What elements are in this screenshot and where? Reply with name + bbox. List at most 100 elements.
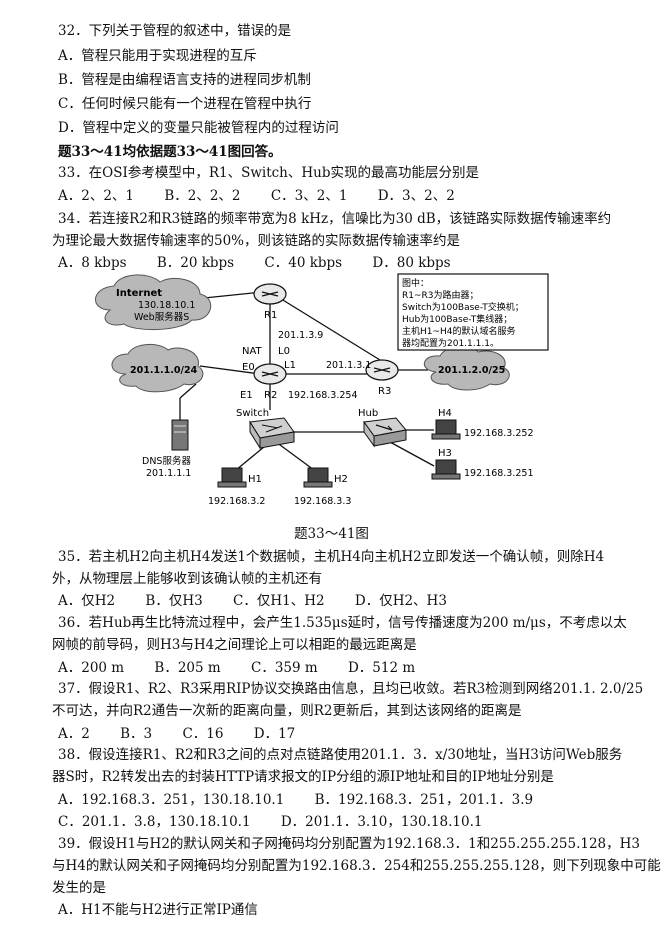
q39-stem-3: 发生的是 <box>52 880 106 896</box>
q33-options: A．2、2、1 B．2、2、2 C．3、2、1 D．3、2、2 <box>58 187 481 205</box>
net-right-label: 201.1.2.0/25 <box>438 365 505 376</box>
q32-option-d: D．管程中定义的变量只能被管程内的过程访问 <box>58 120 339 136</box>
q36-option-a: A．200 m <box>58 660 125 676</box>
q34-stem-2: 为理论最大数据传输速率的50%，则该链路的实际数据传输速率约是 <box>52 233 461 249</box>
link-switch-h2 <box>275 441 315 471</box>
e1-label: E1 <box>240 390 253 401</box>
q38-option-c: C．201.1．3.8，130.18.10.1 <box>58 814 251 830</box>
dns-label: DNS服务器 <box>142 455 191 467</box>
q32-option-a: A．管程只能用于实现进程的互斥 <box>58 48 257 64</box>
q38-option-a: A．192.168.3．251，130.18.10.1 <box>58 792 285 808</box>
internet-cloud: Internet 130.18.10.1 Web服务器S <box>95 274 212 331</box>
dns-server: DNS服务器 201.1.1.1 <box>142 419 191 479</box>
server-name: Web服务器S <box>134 311 189 323</box>
q37-stem-1: 37．假设R1、R2、R3采用RIP协议交换路由信息，且均已收敛。若R3检测到网… <box>58 681 644 697</box>
q37-stem-2: 不可达，并向R2通告一次新的距离向量，则R2更新后，其到达该网络的距离是 <box>52 703 522 719</box>
link-dns-net <box>179 383 197 399</box>
hub: Hub <box>358 408 407 448</box>
l0-label: L0 <box>278 346 290 357</box>
h3-label: H3 <box>438 448 452 459</box>
q37-option-c: C．16 <box>182 726 224 742</box>
q38-option-d: D．201.1．3.10，130.18.10.1 <box>280 814 483 830</box>
h4-ip: 192.168.3.252 <box>464 428 534 439</box>
q34-option-c: C．40 kbps <box>264 255 343 271</box>
q35-stem-2: 外，从物理层上能够收到该确认帧的主机还有 <box>52 571 322 587</box>
q35-option-d: D．仅H2、H3 <box>354 593 447 609</box>
host-h3: H3 192.168.3.251 <box>431 448 534 480</box>
r1-label: R1 <box>264 310 277 321</box>
router-r3: R3 <box>365 359 399 397</box>
internet-label: Internet <box>116 288 162 299</box>
r2-label: R2 <box>264 390 277 401</box>
router-r2: R2 <box>253 363 287 401</box>
q33-option-b: B．2、2、2 <box>164 188 241 204</box>
link-net-r2 <box>199 365 261 375</box>
q34-options: A．8 kbps B．20 kbps C．40 kbps D．80 kbps <box>58 254 477 272</box>
l1-label: L1 <box>284 360 296 371</box>
q33-stem: 33．在OSI参考模型中，R1、Switch、Hub实现的最高功能层分别是 <box>58 165 479 181</box>
legend-box: 图中： R1~R3为路由器； Switch为100Base-T交换机； Hub为… <box>397 273 549 351</box>
network-diagram: Internet 130.18.10.1 Web服务器S 201.1.1.0/2… <box>95 273 549 507</box>
legend-line-3: Switch为100Base-T交换机； <box>402 301 524 313</box>
host-h4: H4 192.168.3.252 <box>431 408 534 440</box>
q36-option-c: C．359 m <box>250 660 318 676</box>
q39-stem-1: 39．假设H1与H2的默认网关和子网掩码均分别配置为192.168.3．1和25… <box>58 836 641 852</box>
q34-option-a: A．8 kbps <box>58 255 127 271</box>
legend-line-6: 器均配置为201.1.1.1。 <box>402 337 499 349</box>
q34-option-d: D．80 kbps <box>372 255 451 271</box>
switch-label: Switch <box>236 408 269 419</box>
legend-line-1: 图中： <box>402 277 429 289</box>
host-h1: H1 192.168.3.2 <box>208 467 265 507</box>
link-internet-r1 <box>203 291 263 299</box>
router-r1: R1 <box>253 283 287 321</box>
host-h2: H2 192.168.3.3 <box>294 467 351 507</box>
q35-option-c: C．仅H1、H2 <box>233 593 325 609</box>
q36-options: A．200 m B．205 m C．359 m D．512 m <box>58 659 441 677</box>
dns-ip: 201.1.1.1 <box>146 468 191 479</box>
server-ip: 130.18.10.1 <box>138 300 195 311</box>
q36-option-d: D．512 m <box>347 660 416 676</box>
q33-option-c: C．3、2、1 <box>270 188 348 204</box>
net-left-label: 201.1.1.0/24 <box>130 365 198 376</box>
q35-stem-1: 35．若主机H2向主机H4发送1个数据帧，主机H4向主机H2立即发送一个确认帧，… <box>58 549 605 565</box>
hub-label: Hub <box>358 408 378 419</box>
h1-label: H1 <box>248 474 262 485</box>
q38-options-row-1: A．192.168.3．251，130.18.10.1 B．192.168.3．… <box>58 791 559 809</box>
h4-label: H4 <box>438 408 452 419</box>
q37-option-a: A．2 <box>58 726 90 742</box>
legend-line-4: Hub为100Base-T集线器； <box>402 313 512 325</box>
network-left-cloud: 201.1.1.0/24 <box>111 344 204 393</box>
q33-option-a: A．2、2、1 <box>58 188 135 204</box>
h3-ip: 192.168.3.251 <box>464 468 534 479</box>
r3-label: R3 <box>378 386 391 397</box>
q38-options-row-2: C．201.1．3.8，130.18.10.1 D．201.1．3.10，130… <box>58 813 508 831</box>
links <box>179 291 435 471</box>
legend-line-2: R1~R3为路由器； <box>402 289 479 301</box>
q36-option-b: B．205 m <box>154 660 221 676</box>
q39-stem-2: 与H4的默认网关和子网掩码均分别配置为192.168.3．254和255.255… <box>52 858 661 874</box>
q35-option-b: B．仅H3 <box>145 593 203 609</box>
network-right-cloud: 201.1.2.0/25 <box>424 346 510 391</box>
q37-option-d: D．17 <box>253 726 296 742</box>
q35-option-a: A．仅H2 <box>58 593 116 609</box>
q36-stem-2: 网帧的前导码，则H3与H4之间理论上可以相距的最远距离是 <box>52 637 417 653</box>
q38-stem-2: 器S时，R2转发出去的封装HTTP请求报文的IP分组的源IP地址和目的IP地址分… <box>52 769 554 785</box>
q37-option-b: B．3 <box>120 726 153 742</box>
q37-options: A．2 B．3 C．16 D．17 <box>58 725 321 743</box>
r2-e1-ip: 192.168.3.254 <box>288 390 358 401</box>
q35-options: A．仅H2 B．仅H3 C．仅H1、H2 D．仅H2、H3 <box>58 592 473 610</box>
q34-option-b: B．20 kbps <box>156 255 235 271</box>
h2-ip: 192.168.3.3 <box>294 496 351 507</box>
q39-option-a: A．H1不能与H2进行正常IP通信 <box>58 902 258 918</box>
q33-option-d: D．3、2、2 <box>377 188 455 204</box>
q32-stem: 32．下列关于管程的叙述中，错误的是 <box>58 23 292 39</box>
q38-option-b: B．192.168.3．251，201.1．3.9 <box>314 792 534 808</box>
r3-ip: 201.1.3.1 <box>326 360 371 371</box>
q32-option-c: C．任何时候只能有一个进程在管程中执行 <box>58 96 312 112</box>
legend-line-5: 主机H1~H4的默认域名服务 <box>402 325 516 337</box>
r1-r2-ip: 201.1.3.9 <box>278 330 323 341</box>
group-note: 题33～41均依据题33～41图回答。 <box>58 144 282 160</box>
h1-ip: 192.168.3.2 <box>208 496 265 507</box>
h2-label: H2 <box>334 474 348 485</box>
